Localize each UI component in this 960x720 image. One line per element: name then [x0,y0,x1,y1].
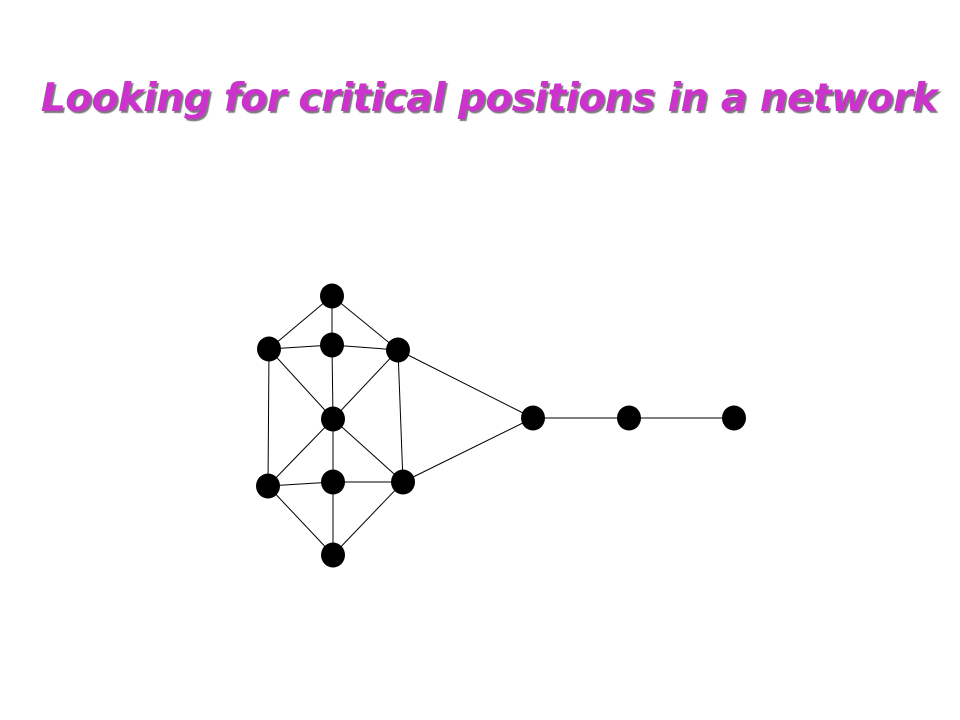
edge-lower-right-bottom [332,481,404,556]
node-bottom [321,542,345,568]
edge-center-lower-right [332,418,404,483]
node-lower-mid [321,469,345,495]
edge-top-upper-right [331,295,399,351]
node-top [320,283,344,309]
node-lower-left [256,473,280,499]
edge-top-upper-left [268,295,333,350]
edge-upper-left-lower-left [267,348,270,487]
edge-center-lower-left [267,418,334,487]
node-center [321,406,345,432]
node-bridge [521,405,545,431]
edge-upper-right-bridge [397,349,534,419]
node-upper-left [257,336,281,362]
node-lower-right [391,469,415,495]
node-upper-mid [320,332,344,358]
node-upper-right [386,337,410,363]
edge-upper-right-lower-right [397,349,404,483]
slide-title: Looking for critical positions in a netw… [40,76,938,121]
graph-nodes [256,283,746,568]
node-chain-mid [617,405,641,431]
node-chain-end [722,405,746,431]
edge-lower-right-bridge [402,417,534,483]
edge-lower-left-bottom [267,485,334,556]
edge-upper-right-center [332,349,399,420]
edge-upper-left-center [268,348,334,420]
